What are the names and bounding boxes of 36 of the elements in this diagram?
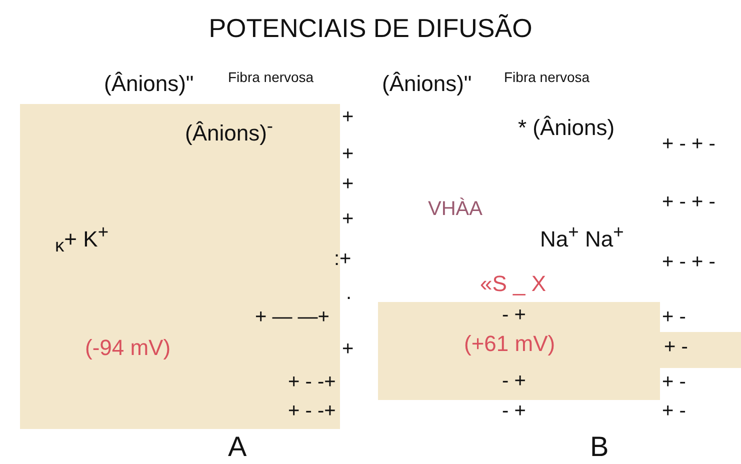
ion-label: $_{κ}$+ K$^{+}$ — [55, 222, 109, 256]
charge-signs: + - -+ — [288, 371, 336, 393]
ion-label: (Ânions)$^{-}$ — [185, 116, 274, 146]
charge-sign: + — [342, 106, 354, 128]
diagram-title: POTENCIAIS DE DIFUSÃO — [208, 14, 534, 43]
voltage-label: (+61 mV) — [464, 332, 556, 356]
charge-sign: + — [342, 173, 354, 195]
ion-label: «S _ X — [480, 272, 546, 296]
fiber-region — [660, 332, 741, 368]
charge-sign: + — [342, 143, 354, 165]
charge-sign: . — [346, 282, 352, 304]
panel-letter: A — [228, 432, 247, 463]
ion-label: * (Ânions) — [518, 116, 615, 140]
charge-signs: + - — [662, 400, 686, 422]
charge-signs: - + — [502, 400, 526, 422]
charge-signs: + - + - — [662, 251, 716, 273]
charge-signs: + - + - — [662, 191, 716, 213]
ion-label: (Ânions)" — [382, 72, 472, 96]
charge-signs: + - — [662, 306, 686, 328]
charge-sign: + — [342, 208, 354, 230]
charge-signs: + - — [664, 336, 688, 358]
charge-sign: + — [342, 338, 354, 360]
ion-label: VHÀA — [428, 198, 482, 220]
charge-signs: - + — [502, 370, 526, 392]
fiber-label: Fibra nervosa — [228, 70, 314, 86]
charge-sign: :+ — [334, 248, 352, 270]
fiber-region — [378, 302, 660, 400]
panel-letter: B — [590, 432, 609, 463]
charge-signs: + - + - — [662, 133, 716, 155]
fiber-label: Fibra nervosa — [504, 70, 590, 86]
charge-signs: - + — [502, 304, 526, 326]
charge-signs: + — —+ — [255, 306, 330, 328]
charge-signs: + - — [662, 371, 686, 393]
ion-label: Na$^{+}$ Na$^{+}$ — [540, 222, 624, 252]
charge-signs: + - -+ — [288, 400, 336, 422]
voltage-label: (-94 mV) — [85, 336, 171, 360]
